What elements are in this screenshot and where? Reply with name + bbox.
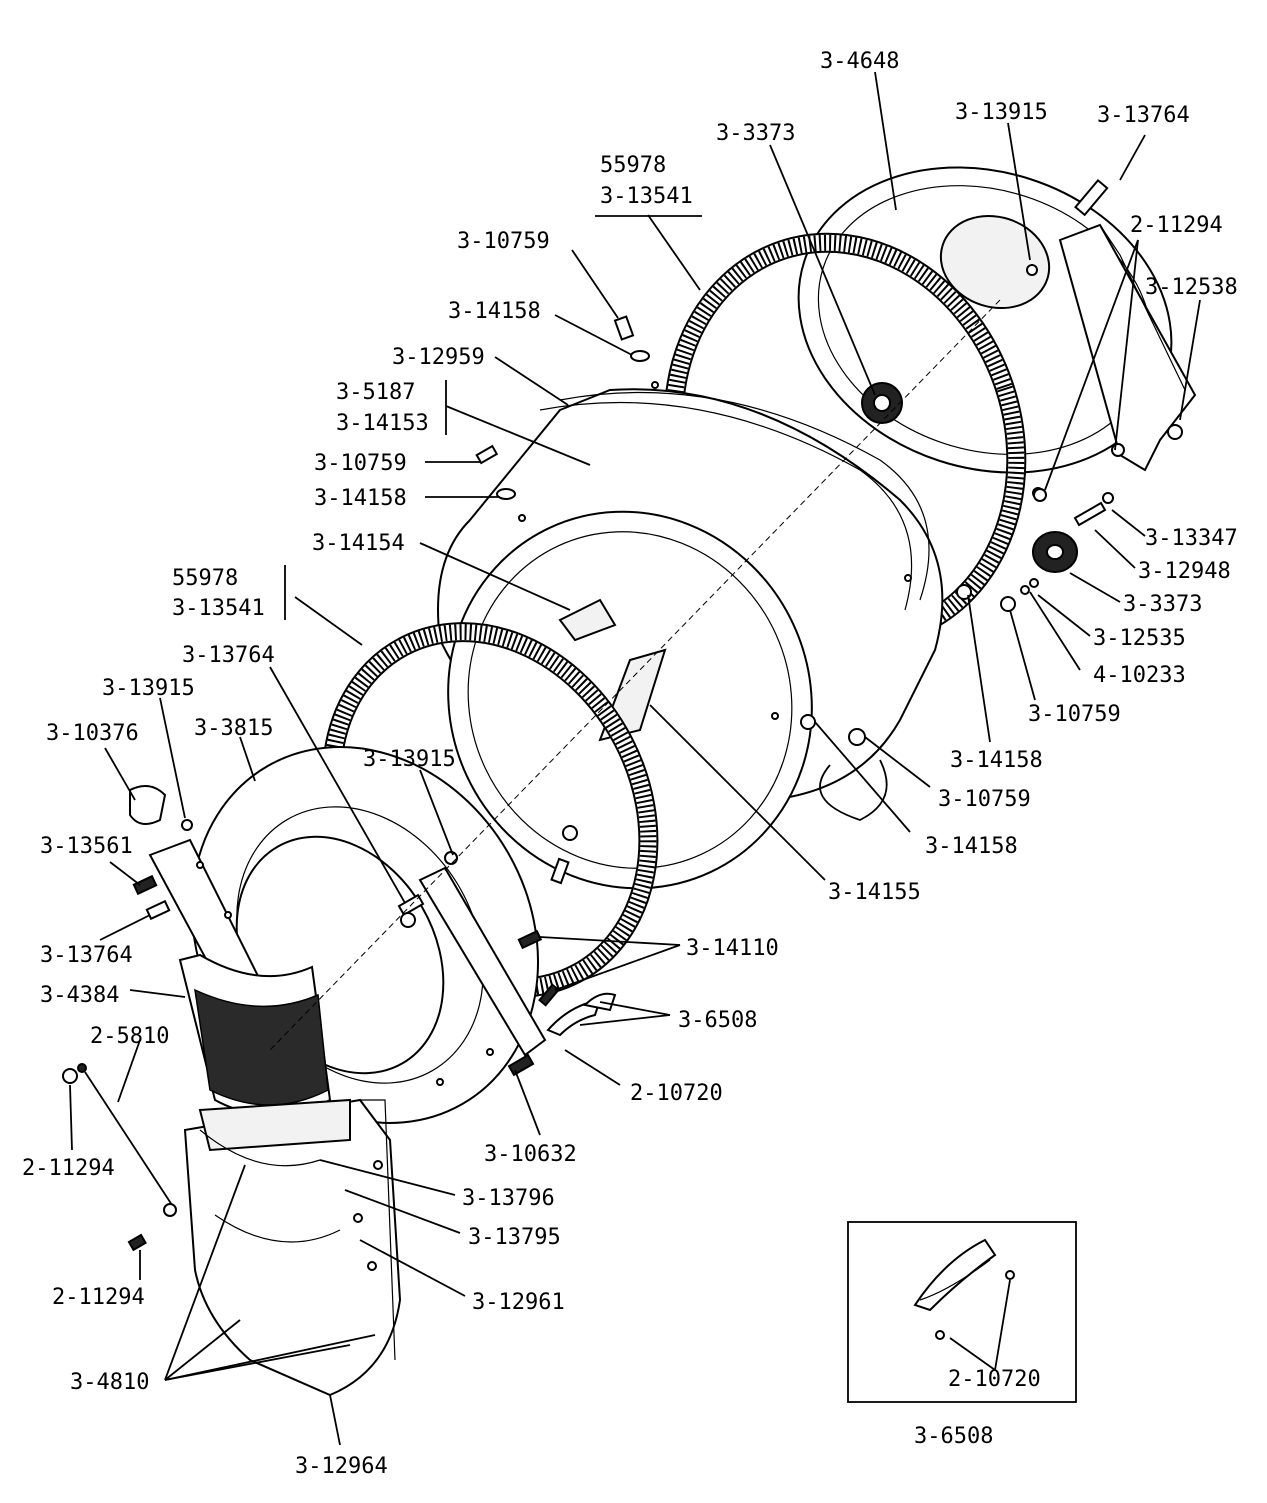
label-3-13541-top: 3-13541	[600, 184, 693, 209]
label-3-3815: 3-3815	[194, 716, 273, 741]
label-4-10233: 4-10233	[1093, 663, 1186, 688]
label-55978-top: 55978	[600, 153, 666, 178]
drum	[437, 381, 944, 890]
label-3-6508-main: 3-6508	[678, 1008, 757, 1033]
label-3-13915-left: 3-13915	[102, 676, 195, 701]
label-3-13915-mid: 3-13915	[363, 747, 456, 772]
inset-detail	[847, 1221, 1077, 1403]
label-2-11294-bottom: 2-11294	[52, 1285, 145, 1310]
label-55978-mid: 55978	[172, 566, 238, 591]
label-3-4384: 3-4384	[40, 983, 119, 1008]
label-3-13915-top: 3-13915	[955, 100, 1048, 125]
lint-duct	[183, 1098, 402, 1397]
label-3-12538: 3-12538	[1145, 275, 1238, 300]
label-3-14154: 3-14154	[312, 531, 405, 556]
label-2-11294-left: 2-11294	[22, 1156, 115, 1181]
label-3-13764-mid: 3-13764	[182, 643, 275, 668]
label-3-13561: 3-13561	[40, 834, 133, 859]
label-2-5810: 2-5810	[90, 1024, 169, 1049]
label-3-14153: 3-14153	[336, 411, 429, 436]
lint-screen	[178, 953, 332, 1116]
label-3-13541-mid: 3-13541	[172, 596, 265, 621]
label-3-13796: 3-13796	[462, 1186, 555, 1211]
label-3-12535: 3-12535	[1093, 626, 1186, 651]
label-3-13764-left: 3-13764	[40, 943, 133, 968]
label-3-3373-right: 3-3373	[1123, 592, 1202, 617]
label-3-12964: 3-12964	[295, 1454, 388, 1479]
roller-top	[861, 382, 903, 424]
label-2-11294-top: 2-11294	[1130, 213, 1223, 238]
label-3-14110: 3-14110	[686, 936, 779, 961]
label-3-13764-top: 3-13764	[1097, 103, 1190, 128]
label-3-4648: 3-4648	[820, 49, 899, 74]
label-3-14158-c: 3-14158	[950, 748, 1043, 773]
label-3-10759-d: 3-10759	[938, 787, 1031, 812]
label-3-13347: 3-13347	[1145, 526, 1238, 551]
label-3-5187: 3-5187	[336, 380, 415, 405]
roller-right	[1032, 531, 1078, 573]
label-2-10720-main: 2-10720	[630, 1081, 723, 1106]
label-3-10759-c: 3-10759	[1028, 702, 1121, 727]
label-3-10376: 3-10376	[46, 721, 139, 746]
label-2-10720-inset: 2-10720	[948, 1367, 1041, 1392]
label-3-14155: 3-14155	[828, 880, 921, 905]
label-3-10632: 3-10632	[484, 1142, 577, 1167]
front-screws	[397, 825, 578, 1077]
label-3-14158-a: 3-14158	[448, 299, 541, 324]
label-3-10759-b: 3-10759	[314, 451, 407, 476]
label-3-4810: 3-4810	[70, 1370, 149, 1395]
label-3-14158-d: 3-14158	[925, 834, 1018, 859]
label-3-12948: 3-12948	[1138, 559, 1231, 584]
label-3-10759-a: 3-10759	[457, 229, 550, 254]
callout-labels: 3-4648 3-13915 3-13764 3-3373 55978 3-13…	[22, 49, 1238, 1479]
label-3-3373-top: 3-3373	[716, 121, 795, 146]
leader-lines	[69, 71, 1201, 1446]
label-3-13795: 3-13795	[468, 1225, 561, 1250]
label-3-12961: 3-12961	[472, 1290, 565, 1315]
label-3-6508-inset: 3-6508	[914, 1424, 993, 1449]
label-3-14158-b: 3-14158	[314, 486, 407, 511]
label-3-12959: 3-12959	[392, 345, 485, 370]
